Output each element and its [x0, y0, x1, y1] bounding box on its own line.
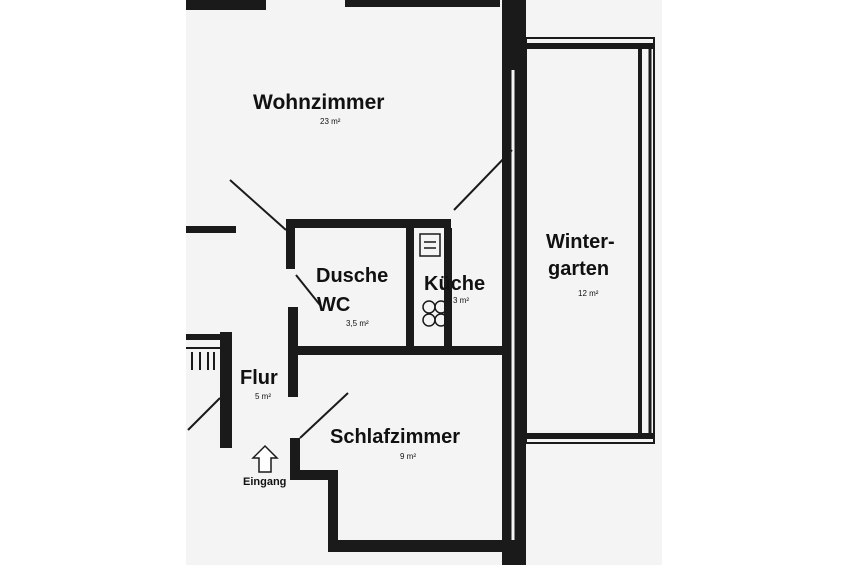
flur-label: Flur — [240, 367, 278, 389]
entrance-label: Eingang — [243, 476, 287, 488]
wohnzimmer-area: 23 m² — [320, 117, 341, 126]
kueche-area: 3 m² — [453, 296, 469, 305]
wc-label: WC — [317, 294, 351, 316]
schlafzimmer-area: 9 m² — [400, 452, 416, 461]
wintergarten-label-line2: garten — [548, 258, 610, 280]
flur-area: 5 m² — [255, 392, 271, 401]
wintergarten-label-line1: Winter- — [546, 231, 615, 253]
door-swings — [187, 149, 513, 439]
wintergarten-area: 12 m² — [578, 289, 599, 298]
wintergarten-frame — [511, 37, 655, 540]
stove-burner-icon — [422, 300, 448, 327]
stair-hatch — [186, 347, 220, 370]
dusche-wc-area: 3,5 m² — [346, 319, 369, 328]
up-arrow-icon — [251, 444, 279, 473]
kueche-label: Küche — [424, 273, 486, 295]
kitchen-sink-icon — [419, 233, 441, 257]
schlafzimmer-label: Schlafzimmer — [330, 426, 461, 448]
dusche-label: Dusche — [316, 265, 389, 287]
wohnzimmer-label: Wohnzimmer — [253, 91, 385, 114]
